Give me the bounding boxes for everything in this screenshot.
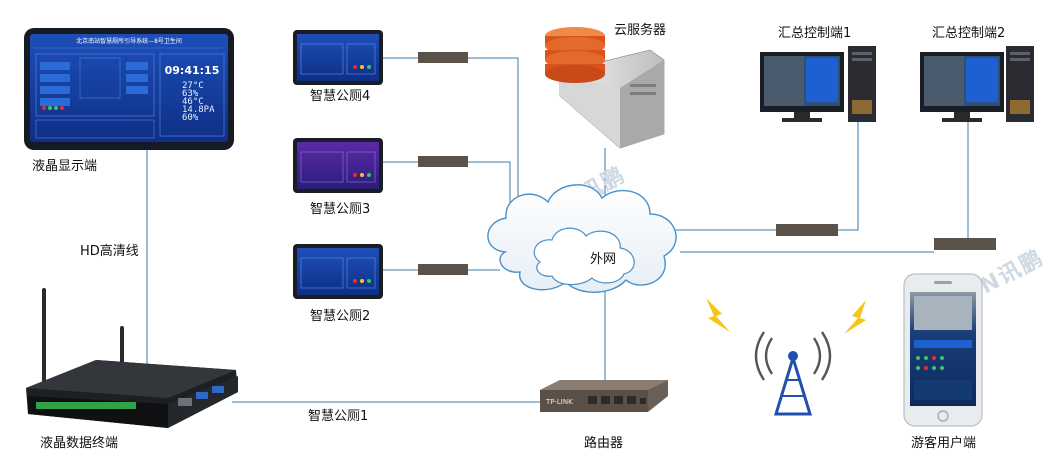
lcd-display-label: 液晶显示端	[32, 159, 97, 174]
internet-label: 外网	[590, 252, 616, 267]
lcd-stat-3: 46°C	[182, 97, 204, 107]
lcd-screen-time: 09:41:15	[165, 64, 220, 77]
lcd-stat-1: 27°C	[182, 81, 204, 91]
lcd-display-device: 北京南站智慧厕所引导系统—8号卫生间 09:41:15 27°C 63% 46°…	[24, 28, 234, 150]
control-station-1-device	[760, 46, 876, 122]
cloud-server-label: 云服务器	[614, 22, 666, 38]
visitor-label: 游客用户端	[911, 435, 976, 451]
toilet-2-label: 智慧公厕2	[310, 308, 370, 324]
toilet-1-label: 智慧公厕1	[308, 408, 368, 424]
lightning-icon-right	[844, 300, 866, 334]
toilet-4-device	[293, 30, 383, 85]
toilet-2-device	[293, 244, 383, 299]
hd-cable-label: HD高清线	[80, 243, 139, 259]
cloud-server-device	[545, 27, 665, 149]
switch-control-1	[776, 224, 838, 236]
router-label: 路由器	[584, 435, 623, 451]
toilet-4-label: 智慧公厕4	[310, 88, 370, 104]
switch-control-2	[934, 238, 996, 250]
lcd-stat-2: 63%	[182, 89, 199, 99]
switch-toilet-4	[418, 52, 468, 63]
switch-toilet-2	[418, 264, 468, 275]
control-1-label: 汇总控制端1	[778, 26, 851, 41]
lightning-icon-left	[706, 298, 730, 332]
visitor-phone-device	[903, 273, 983, 427]
connection-lines	[146, 57, 969, 403]
lcd-stat-5: 60%	[182, 113, 199, 123]
link-switch4-cloud	[468, 57, 519, 215]
router-device: TP-LINK	[540, 380, 668, 412]
router-brand-text: TP-LINK	[545, 398, 573, 406]
toilet-3-label: 智慧公厕3	[310, 201, 370, 217]
lcd-data-terminal	[26, 288, 238, 428]
wireless-tower-icon	[754, 331, 832, 416]
toilet-3-device	[293, 138, 383, 193]
link-switchr1-pc1	[838, 120, 859, 231]
internet-cloud	[487, 184, 677, 293]
lcd-screen-title: 北京南站智慧厕所引导系统—8号卫生间	[76, 37, 182, 45]
lcd-terminal-label: 液晶数据终端	[40, 435, 118, 451]
switch-toilet-3	[418, 156, 468, 167]
control-station-2-device	[920, 46, 1034, 122]
control-2-label: 汇总控制端2	[932, 26, 1005, 41]
lcd-stat-4: 14.8PA	[182, 105, 215, 115]
